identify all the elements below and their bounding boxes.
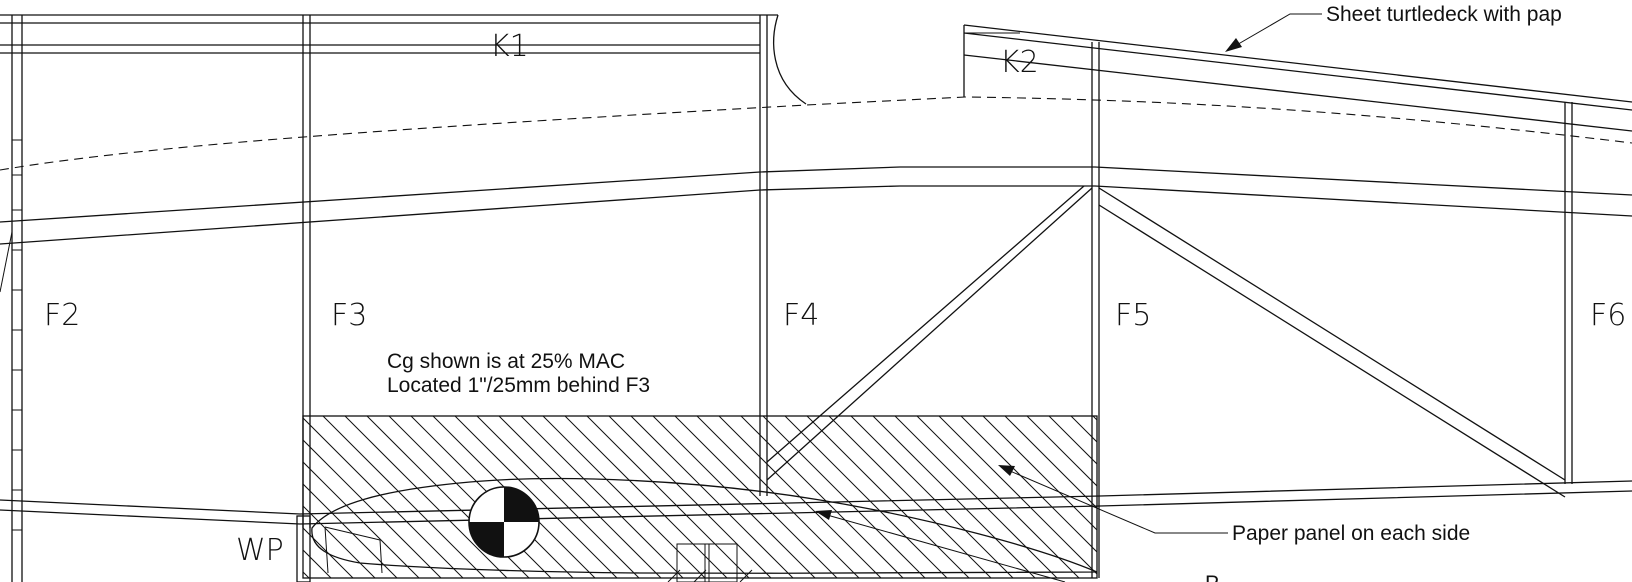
hatch-line — [1203, 416, 1365, 578]
hatch-line — [696, 416, 860, 578]
diagonal-braces — [766, 185, 1566, 498]
hatch-line — [872, 416, 1036, 578]
former-f2-strip — [0, 15, 23, 582]
hatch-line — [806, 416, 970, 578]
former-f4 — [759, 15, 768, 496]
hatch-line — [303, 483, 398, 578]
hatch-line — [303, 505, 376, 578]
hatch-line — [1137, 416, 1299, 578]
hatch-line — [982, 416, 1097, 531]
hatch-line — [520, 416, 684, 578]
hatch-line — [303, 527, 354, 578]
cg-note-line1: Cg shown is at 25% MAC — [387, 350, 625, 373]
paper-panel-hatch — [302, 415, 1409, 579]
hatch-line — [1004, 416, 1097, 509]
hatch-line — [938, 416, 1097, 575]
hatch-line — [322, 416, 486, 578]
lower-longeron — [0, 480, 1632, 525]
dashed-outline — [0, 96, 1632, 171]
hatch-line — [1092, 416, 1097, 421]
label-wp: WP — [236, 533, 284, 568]
turtledeck-leader — [1225, 13, 1322, 52]
label-f5: F5 — [1115, 298, 1151, 333]
wp-mark — [296, 515, 311, 582]
label-f3: F3 — [331, 298, 367, 333]
label-f4: F4 — [783, 298, 819, 333]
label-k1: K1 — [490, 29, 529, 64]
cg-note-line2: Located 1"/25mm behind F3 — [387, 374, 650, 397]
hatch-line — [1070, 416, 1097, 443]
hatch-line — [850, 416, 1014, 578]
turtledeck-note: Sheet turtledeck with pap — [1326, 3, 1562, 26]
hatch-line — [740, 416, 904, 578]
hatch-line — [894, 416, 1058, 578]
hatch-line — [586, 416, 750, 578]
top-longeron — [0, 14, 807, 105]
hatch-line — [916, 416, 1080, 578]
hatch-line — [476, 416, 640, 578]
hatch-line — [828, 416, 992, 578]
hatch-line — [303, 549, 332, 578]
label-k2: K2 — [1000, 45, 1039, 80]
hatch-line — [1115, 416, 1277, 578]
hatch-line — [454, 416, 618, 578]
paper-panel-leader — [998, 465, 1228, 534]
label-f6: F6 — [1590, 298, 1626, 333]
hatch-line — [784, 416, 948, 578]
hatch-line — [303, 439, 442, 578]
hatch-line — [762, 416, 926, 578]
hatch-line — [1159, 416, 1321, 578]
hatch-line — [960, 416, 1097, 553]
hatch-line — [630, 416, 794, 578]
hatch-line — [564, 416, 728, 578]
hatch-line — [498, 416, 662, 578]
hatch-line — [303, 461, 420, 578]
hatch-line — [542, 416, 706, 578]
paper-panel-note: Paper panel on each side — [1232, 522, 1470, 545]
hatch-line — [1181, 416, 1343, 578]
hatch-line — [1247, 416, 1409, 578]
label-f2: F2 — [44, 298, 80, 333]
wing-airfoil — [311, 477, 1098, 582]
cg-symbol — [468, 486, 540, 558]
hatch-line — [1048, 416, 1097, 465]
hatch-line — [1026, 416, 1097, 487]
hatch-line — [344, 416, 508, 578]
hatch-line — [1225, 416, 1387, 578]
hatch-line — [652, 416, 816, 578]
upper-longeron — [0, 166, 1632, 245]
bottom-note: P — [1205, 572, 1219, 582]
hatch-line — [608, 416, 772, 578]
hatch-line — [303, 417, 464, 578]
former-f6 — [1564, 102, 1573, 484]
former-f3 — [302, 15, 311, 528]
former-f5 — [1091, 42, 1100, 578]
hatch-line — [674, 416, 838, 578]
bottom-leader — [815, 510, 1066, 582]
turtledeck-lines — [963, 24, 1632, 132]
hatch-line — [303, 571, 310, 578]
